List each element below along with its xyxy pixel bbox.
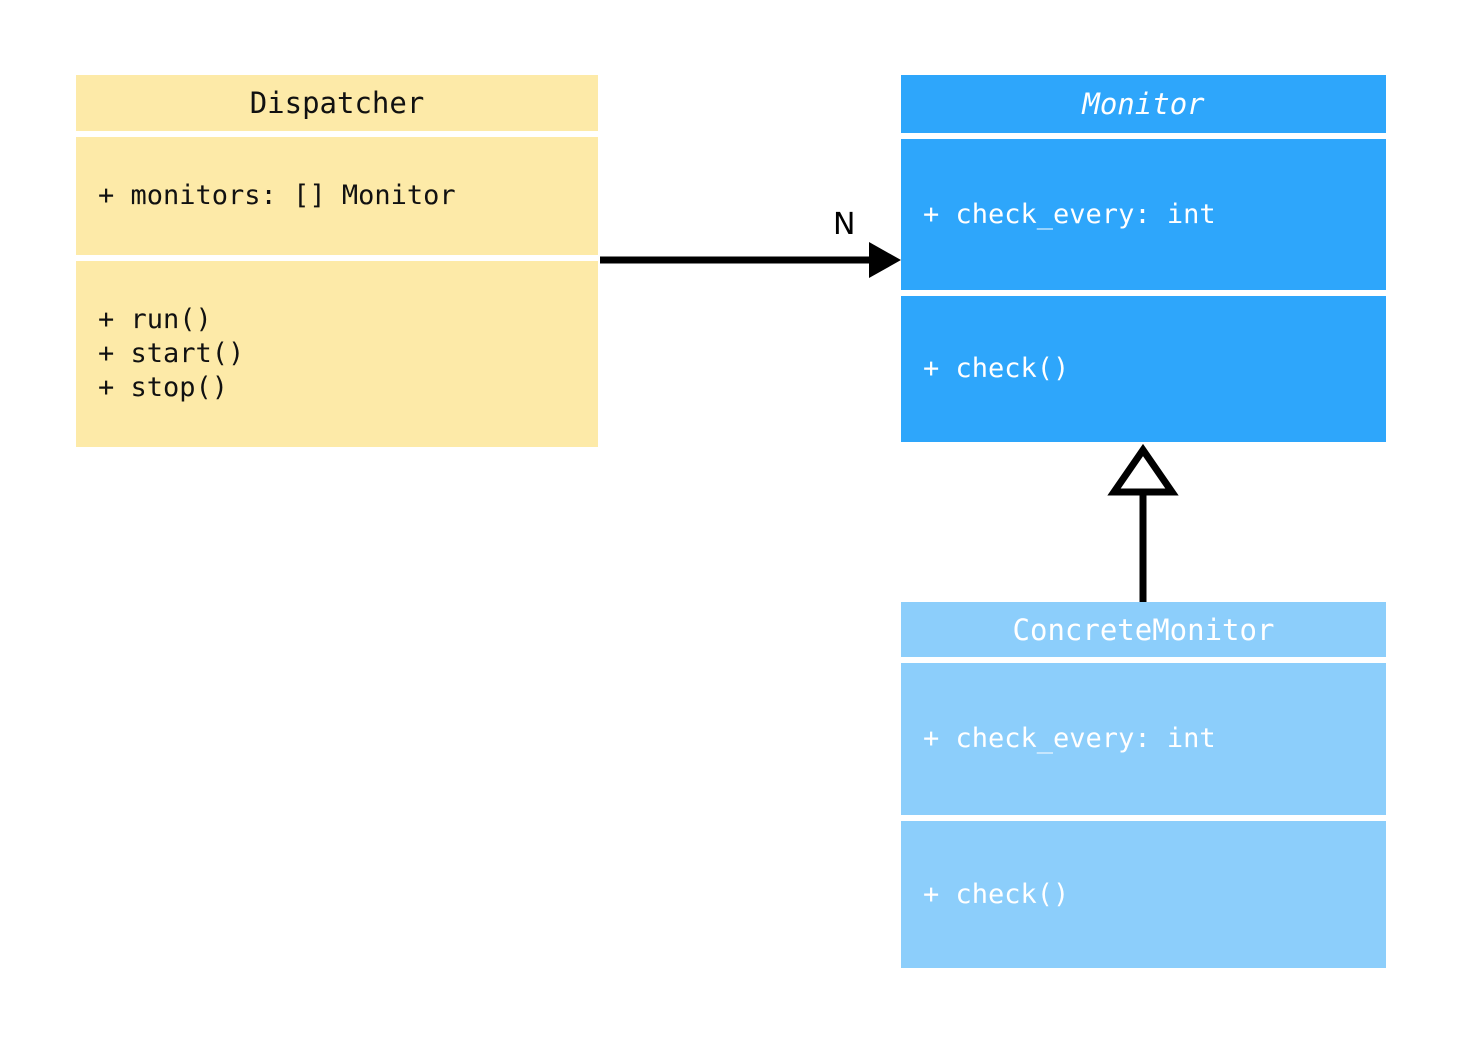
dispatcher-attribute-monitors: + monitors: [] Monitor [98,180,456,212]
dispatcher-methods-compartment: + run() + start() + stop() [76,261,598,447]
dispatcher-method-start: + start() [98,338,245,370]
association-dispatcher-to-monitor [600,242,901,278]
monitor-method-check: + check() [923,353,1070,385]
monitor-attributes-compartment: + check_every: int [901,139,1386,290]
concrete-monitor-method-check: + check() [923,878,1070,910]
dispatcher-attributes-compartment: + monitors: [] Monitor [76,137,598,255]
association-multiplicity-label: N [833,207,856,242]
generalization-hollow-triangle-icon [1107,443,1179,496]
concrete-monitor-class-name: ConcreteMonitor [901,602,1386,657]
monitor-class-name: Monitor [901,75,1386,133]
dispatcher-method-stop: + stop() [98,371,229,403]
uml-class-dispatcher[interactable]: Dispatcher + monitors: [] Monitor + run(… [76,75,598,447]
uml-class-concrete-monitor[interactable]: ConcreteMonitor + check_every: int + che… [901,602,1386,968]
monitor-attribute-check-every: + check_every: int [923,198,1216,230]
concrete-monitor-methods-compartment: + check() [901,821,1386,968]
generalization-concrete-monitor-to-monitor [1107,443,1179,602]
concrete-monitor-attribute-check-every: + check_every: int [923,723,1216,755]
monitor-methods-compartment: + check() [901,296,1386,442]
uml-class-monitor[interactable]: Monitor + check_every: int + check() [901,75,1386,442]
association-arrowhead-icon [869,242,901,278]
dispatcher-class-name: Dispatcher [76,75,598,131]
concrete-monitor-attributes-compartment: + check_every: int [901,663,1386,815]
dispatcher-method-run: + run() [98,304,212,336]
